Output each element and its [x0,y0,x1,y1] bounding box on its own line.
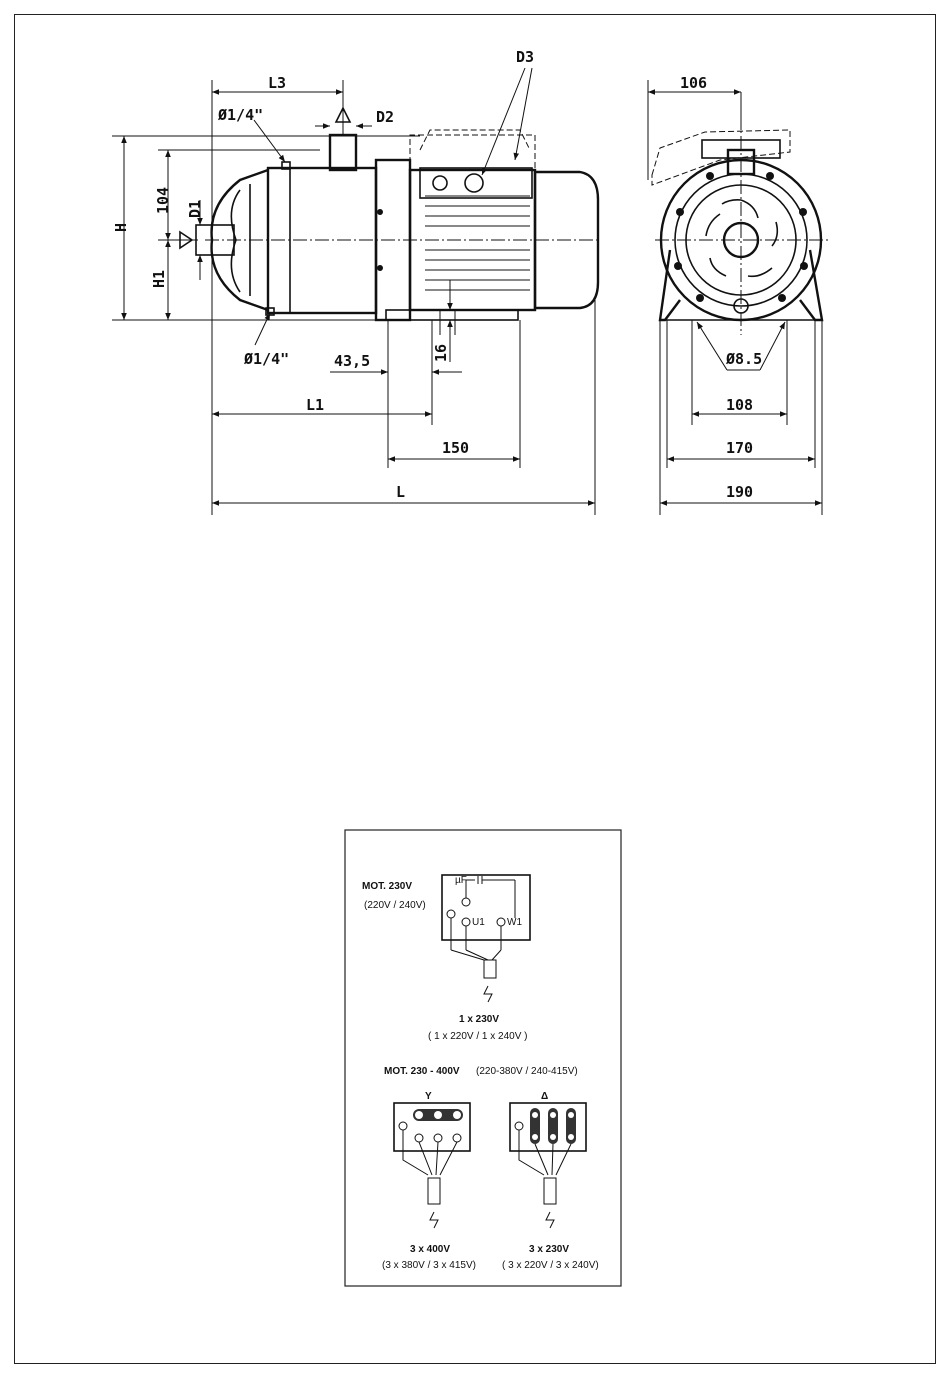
delta-symbol: Δ [541,1091,548,1102]
terminal-w1: W1 [507,917,522,928]
pump-side-view [196,130,600,335]
label-thread-top: Ø1/4" [217,106,263,124]
label-170: 170 [726,439,753,457]
motor-230v-label: MOT. 230V [362,881,412,892]
label-16: 16 [432,344,450,362]
label-D1: D1 [186,200,204,218]
label-104: 104 [154,187,172,214]
capacitor-label: µF [455,875,467,886]
supply-1x230v: 1 x 230V [459,1014,499,1025]
motor-230-400v-variants: (220-380V / 240-415V) [476,1066,578,1077]
delta-terminal [510,1103,586,1228]
label-150: 150 [442,439,469,457]
label-L1: L1 [306,396,324,414]
label-43-5: 43,5 [334,352,370,370]
motor-230-400v-label: MOT. 230 - 400V [384,1066,460,1077]
supply-3x230v-variants: ( 3 x 220V / 3 x 240V) [502,1260,599,1271]
label-106: 106 [680,74,707,92]
label-L: L [396,483,405,501]
star-symbol: Y [425,1091,432,1102]
label-H1: H1 [150,270,168,288]
label-D3: D3 [516,48,534,66]
label-hole-8-5: Ø8.5 [725,350,762,368]
motor-230v-variants: (220V / 240V) [364,900,426,911]
terminal-u1: U1 [472,917,485,928]
single-phase-terminal [442,875,530,1002]
label-190: 190 [726,483,753,501]
label-108: 108 [726,396,753,414]
wiring-diagram-box [345,830,621,1286]
supply-3x400v: 3 x 400V [410,1244,450,1255]
label-thread-bottom: Ø1/4" [243,350,289,368]
label-D2: D2 [376,108,394,126]
supply-1x230v-variants: ( 1 x 220V / 1 x 240V ) [428,1031,528,1042]
supply-3x230v: 3 x 230V [529,1244,569,1255]
star-terminal [394,1103,470,1228]
supply-3x400v-variants: (3 x 380V / 3 x 415V) [382,1260,476,1271]
label-L3: L3 [268,74,286,92]
label-H: H [112,223,130,232]
